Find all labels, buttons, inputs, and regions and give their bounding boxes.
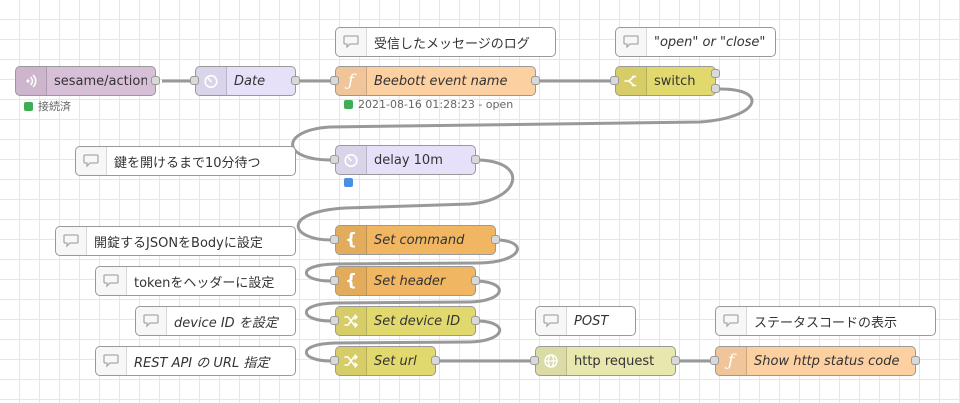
node-beebott-event-name[interactable]: ƒ Beebott event name [335,66,536,96]
comment-icon [96,267,127,295]
wire-switch-delay [291,87,754,162]
node-set-header[interactable]: { Set header [335,266,476,296]
comment-icon [96,347,127,375]
comment-show-status[interactable]: ステータスコードの表示 [715,306,936,336]
node-label: Date [234,73,266,89]
input-port[interactable] [530,356,539,365]
shuffle-icon [336,347,367,375]
status-beebott: 2021-08-16 01:28:23 - open [344,98,513,111]
comment-log[interactable]: 受信したメッセージのログ [335,27,556,57]
template-icon: { [336,267,367,295]
timer-icon [196,67,227,95]
globe-icon [536,347,567,375]
output-port-2[interactable] [711,84,720,93]
comment-icon [716,307,747,335]
output-port[interactable] [671,356,680,365]
input-port[interactable] [330,76,339,85]
input-port[interactable] [330,316,339,325]
node-label: Set command [374,232,465,248]
comment-label: 鍵を開けるまで10分待つ [114,155,261,171]
output-port[interactable] [431,356,440,365]
wire-header-device [304,279,501,323]
comment-icon [536,307,567,335]
comment-icon [136,307,167,335]
wire-delay-command [296,158,514,242]
status-dot [344,178,353,187]
node-label: delay 10m [374,152,443,168]
wire-device-url [304,319,502,363]
node-set-url[interactable]: Set url [335,346,436,376]
shuffle-icon [336,307,367,335]
comment-rest-url[interactable]: REST API の URL 指定 [95,346,296,376]
input-port[interactable] [610,76,619,85]
template-icon: { [336,226,367,254]
input-port[interactable] [330,155,339,164]
comment-label: device ID を設定 [174,315,278,331]
switch-icon [616,67,647,95]
comment-token-header[interactable]: tokenをヘッダーに設定 [95,266,296,296]
output-port[interactable] [151,76,160,85]
comment-label: "open" or "close" [654,34,766,50]
output-port[interactable] [291,76,300,85]
node-label: Set device ID [374,313,461,329]
node-set-device-id[interactable]: Set device ID [335,306,476,336]
comment-device-id[interactable]: device ID を設定 [135,306,296,336]
output-port[interactable] [531,76,540,85]
node-mqtt-in[interactable]: sesame/action [15,66,156,96]
node-label: http request [574,353,655,369]
function-icon: ƒ [716,347,747,375]
comment-label: 受信したメッセージのログ [374,36,530,52]
node-date[interactable]: Date [195,66,296,96]
output-port[interactable] [471,155,480,164]
node-set-command[interactable]: { Set command [335,225,496,255]
status-dot [344,100,353,109]
node-label: Show http status code [754,353,900,369]
node-label: Set header [374,273,446,289]
node-label: Beebott event name [374,73,508,89]
function-icon: ƒ [336,67,367,95]
comment-icon [336,28,367,56]
node-delay-10m[interactable]: delay 10m [335,145,476,175]
comment-post[interactable]: POST [535,306,636,336]
output-port[interactable] [471,276,480,285]
output-port[interactable] [911,356,920,365]
comment-json-body[interactable]: 開錠するJSONをBodyに設定 [55,226,296,256]
mqtt-icon [16,67,47,95]
comment-label: POST [574,313,609,329]
output-port[interactable] [471,316,480,325]
node-label: Set url [374,353,417,369]
comment-label: ステータスコードの表示 [754,315,898,331]
wire-command-header [304,238,519,283]
output-port[interactable] [491,235,500,244]
comment-label: REST API の URL 指定 [134,355,270,371]
timer-icon [336,146,367,174]
comment-open-close[interactable]: "open" or "close" [615,27,776,57]
comment-label: tokenをヘッダーに設定 [134,275,275,291]
node-label: sesame/action [54,73,147,89]
node-label: switch [654,73,696,89]
input-port[interactable] [330,276,339,285]
comment-label: 開錠するJSONをBodyに設定 [94,235,263,251]
comment-icon [76,147,107,175]
node-show-http-status-code[interactable]: ƒ Show http status code [715,346,916,376]
output-port-1[interactable] [711,69,720,78]
status-text: 2021-08-16 01:28:23 - open [358,98,514,111]
input-port[interactable] [330,235,339,244]
comment-icon [56,227,87,255]
status-text: 接続済 [38,100,71,113]
input-port[interactable] [330,356,339,365]
input-port[interactable] [710,356,719,365]
status-delay [344,178,358,187]
status-mqtt: 接続済 [24,98,71,114]
node-http-request[interactable]: http request [535,346,676,376]
node-switch[interactable]: switch [615,66,716,96]
comment-wait[interactable]: 鍵を開けるまで10分待つ [75,146,296,176]
input-port[interactable] [190,76,199,85]
status-dot [24,101,33,111]
comment-icon [616,28,647,56]
